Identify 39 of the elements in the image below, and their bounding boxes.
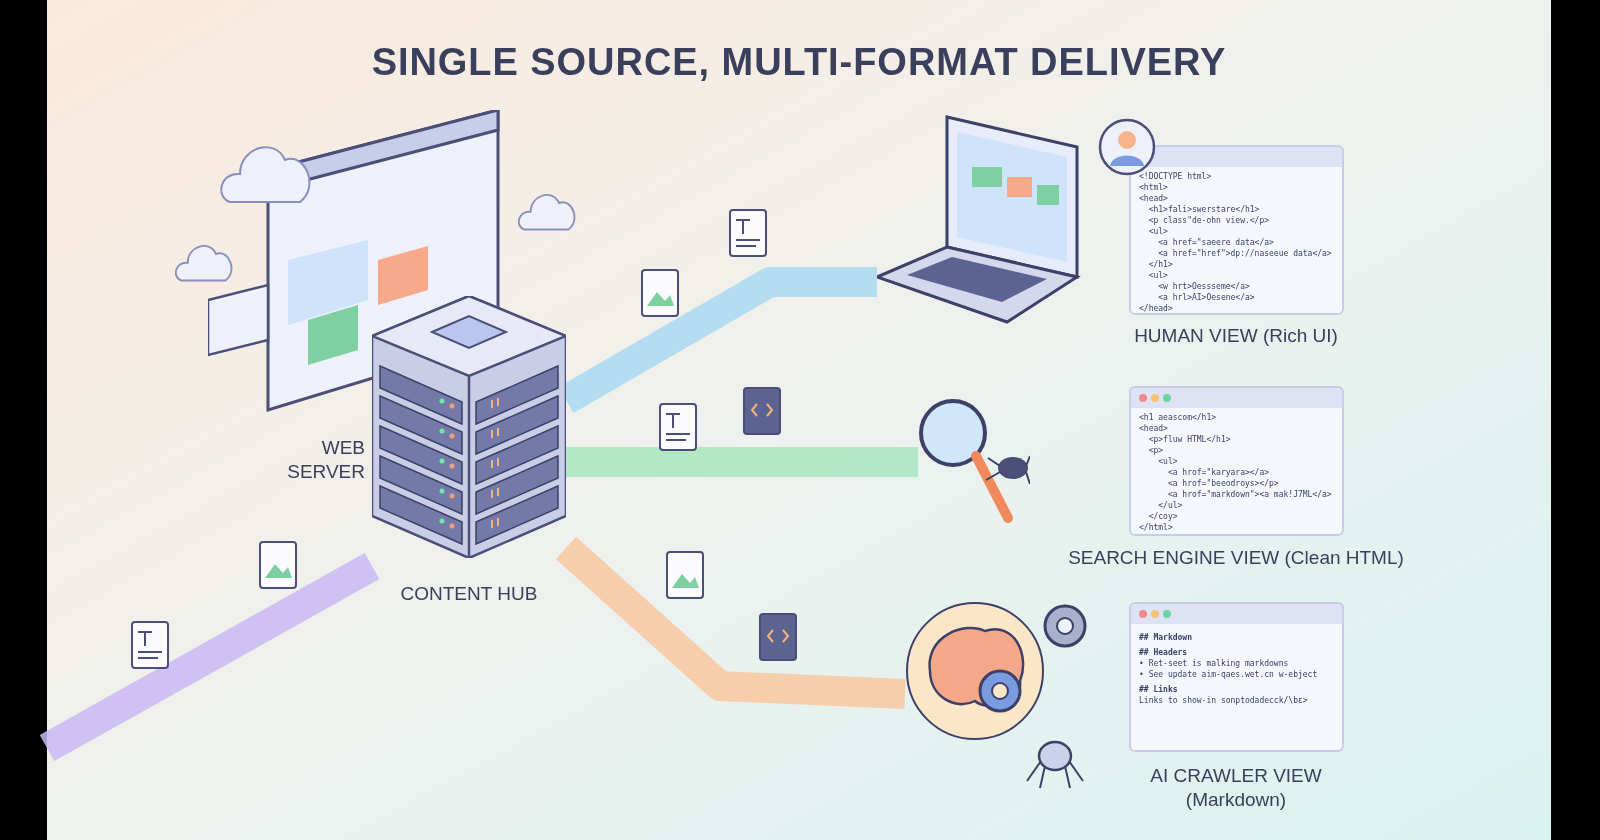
code-line: <a hrl>AI>Oesene</a> bbox=[1157, 292, 1256, 303]
code-line: <ul> bbox=[1147, 270, 1169, 281]
code-line: <ul> bbox=[1147, 226, 1169, 237]
code-line: Links to show-in sonptodadecck/\bε> bbox=[1139, 695, 1309, 706]
code-line: <head> bbox=[1139, 423, 1169, 434]
view-caption: WEB SERVER bbox=[286, 436, 365, 484]
code-line: • See update aim-qaes.wet.cn w-ebject bbox=[1139, 669, 1319, 680]
diagram-title: SINGLE SOURCE, MULTI-FORMAT DELIVERY bbox=[370, 40, 1228, 85]
view-caption: AI CRAWLER VIEW (Markdown) bbox=[1149, 764, 1323, 812]
code-line: <h1 aeascom</h1> bbox=[1139, 412, 1218, 423]
code-line: <a href="href">dp://naseeue data</a> bbox=[1157, 248, 1333, 259]
view-caption: SEARCH ENGINE VIEW (Clean HTML) bbox=[1067, 546, 1405, 570]
code-line: </coy> bbox=[1147, 511, 1179, 522]
code-line: <p> bbox=[1147, 445, 1165, 456]
code-line: <w hrt>Oessseme</a> bbox=[1157, 281, 1251, 292]
code-line: </h1> bbox=[1147, 259, 1174, 270]
data-flow-band bbox=[566, 447, 918, 477]
code-line: </head> bbox=[1139, 303, 1174, 314]
code-line: <!DOCTYPE html> bbox=[1139, 171, 1213, 182]
code-line: </html> bbox=[1139, 522, 1174, 533]
view-caption: HUMAN VIEW (Rich UI) bbox=[1133, 324, 1339, 348]
node-label: CONTENT HUB bbox=[400, 582, 538, 606]
code-line: <h1>fali>swerstare</h1> bbox=[1147, 204, 1261, 215]
code-line: <p class"de-ohn view.</p> bbox=[1147, 215, 1271, 226]
code-line: <p>fluw HTML</h1> bbox=[1147, 434, 1232, 445]
code-line: <a hrof="beeodroys></p> bbox=[1166, 478, 1280, 489]
code-line: <ul> bbox=[1157, 456, 1179, 467]
code-line: <a hrof="markdown"><a mak!J7ML</a> bbox=[1166, 489, 1333, 500]
code-line: <head> bbox=[1139, 193, 1169, 204]
code-line: ## Headers bbox=[1139, 647, 1189, 658]
code-line: <a href="saeere data</a> bbox=[1157, 237, 1275, 248]
data-flow-band bbox=[39, 552, 380, 762]
code-line: ## Markdown bbox=[1139, 632, 1193, 643]
code-line: ## Links bbox=[1139, 684, 1179, 695]
data-flow-band bbox=[556, 536, 906, 709]
code-line: </ul> bbox=[1157, 500, 1184, 511]
code-line: <a hrof="karyara></a> bbox=[1166, 467, 1271, 478]
code-line: <html> bbox=[1139, 182, 1169, 193]
code-line: • Ret-seet is malking markdowns bbox=[1139, 658, 1290, 669]
